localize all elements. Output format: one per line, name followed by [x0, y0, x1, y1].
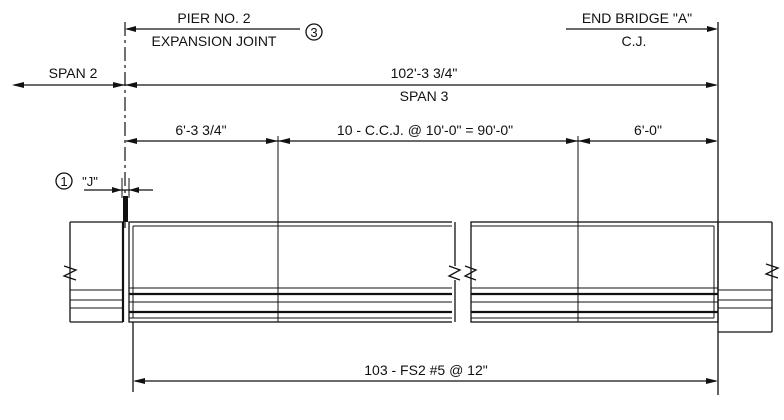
- joint-filler: [123, 196, 128, 222]
- rebar-arrow-left: [133, 378, 145, 384]
- joint-arrow-5: [578, 138, 590, 144]
- span2-label: SPAN 2: [49, 65, 98, 81]
- end-bridge-leader-arrow: [707, 26, 718, 32]
- joint-arrow-2: [266, 138, 278, 144]
- joint-dim-middle: 10 - C.C.J. @ 10'-0" = 90'-0": [337, 122, 513, 138]
- deck-break-symbol-left: [447, 265, 462, 281]
- right-break-symbol: [764, 263, 780, 279]
- pier-title: PIER NO. 2: [177, 10, 250, 26]
- j-arrow-right: [129, 187, 139, 193]
- joint-dim-left: 6'-3 3/4": [175, 122, 226, 138]
- end-bridge-subtitle: C.J.: [622, 33, 647, 49]
- j-arrow-left: [112, 187, 122, 193]
- rebar-label: 103 - FS2 #5 @ 12": [364, 362, 488, 378]
- pier-subtitle: EXPANSION JOINT: [152, 33, 277, 49]
- span2-arrow-left: [12, 82, 24, 88]
- j-note-number: 1: [60, 174, 67, 189]
- pier-note-circle: [305, 23, 323, 41]
- joint-arrow-1: [125, 138, 137, 144]
- end-bridge-title: END BRIDGE "A": [582, 10, 692, 26]
- pier-note-number: 3: [310, 25, 317, 40]
- pier-leader-arrow: [125, 26, 136, 32]
- joint-dim-right: 6'-0": [634, 122, 662, 138]
- joint-arrow-3: [278, 138, 290, 144]
- deck-break-symbol-right: [463, 265, 478, 281]
- rebar-arrow-right: [706, 378, 718, 384]
- span3-arrow-right: [706, 82, 718, 88]
- left-break-symbol: [62, 265, 78, 281]
- j-note-circle: [55, 172, 73, 190]
- deck-slab-right: [470, 221, 719, 323]
- span3-arrow-left: [125, 82, 137, 88]
- span2-arrow-right: [113, 82, 125, 88]
- joint-arrow-4: [566, 138, 578, 144]
- span3-label: SPAN 3: [400, 88, 449, 104]
- joint-arrow-6: [706, 138, 718, 144]
- deck-slab-left: [128, 221, 457, 323]
- span3-length: 102'-3 3/4": [391, 65, 458, 81]
- j-gap-label: "J": [82, 174, 98, 189]
- span2-label-bg: [40, 64, 110, 82]
